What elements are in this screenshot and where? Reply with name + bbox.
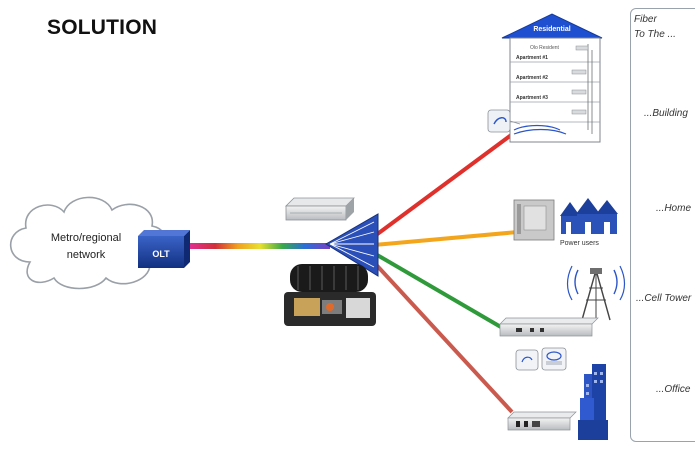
rack-terminal-icon	[499, 317, 599, 337]
office-terminal-icon	[507, 411, 577, 431]
fiber-closure-icon	[284, 264, 376, 326]
olt-box-icon	[138, 230, 190, 268]
ftt-line-1: Fiber	[634, 14, 657, 25]
office-building-icon	[578, 364, 608, 440]
destination-cell-tower: ...Cell Tower	[636, 293, 692, 304]
cloud-label: Metro/regional network	[26, 230, 146, 264]
modem-icon	[515, 347, 567, 371]
destination-home: ...Home	[656, 203, 692, 214]
fiber-to-the-panel	[630, 8, 695, 442]
power-users-label: Power users	[560, 240, 599, 247]
fiber-to-office	[368, 256, 514, 414]
fiber-to-the-heading: Fiber To The ...	[634, 12, 676, 42]
ftt-line-2: To The ...	[634, 29, 676, 40]
splitter-icon	[325, 213, 379, 277]
destination-office: ...Office	[656, 384, 691, 395]
residential-label: Residential	[533, 26, 571, 33]
diagram-title: SOLUTION	[47, 16, 158, 39]
residential-building-icon	[487, 13, 603, 143]
destination-building: ...Building	[644, 108, 688, 119]
apartment-3: Apartment #3	[516, 95, 548, 101]
apartment-1: Apartment #1	[516, 55, 548, 61]
cell-tower-icon	[566, 265, 626, 321]
cloud-label-line-2: network	[66, 249, 106, 261]
apartment-2: Apartment #2	[516, 75, 548, 81]
cloud-icon	[9, 196, 169, 290]
fiber-to-cell-tower	[370, 250, 508, 332]
cloud-label-line-1: Metro/regional	[50, 232, 122, 244]
fiber-to-home	[373, 230, 519, 247]
ont-device-icon	[513, 199, 555, 241]
trunk-fiber	[190, 243, 330, 249]
residential-header: Olo Resident	[530, 45, 559, 51]
rack-unit-icon	[285, 197, 355, 221]
olt-label: OLT	[152, 249, 170, 259]
power-users-houses-icon	[560, 198, 618, 234]
fiber-to-building	[370, 128, 520, 240]
